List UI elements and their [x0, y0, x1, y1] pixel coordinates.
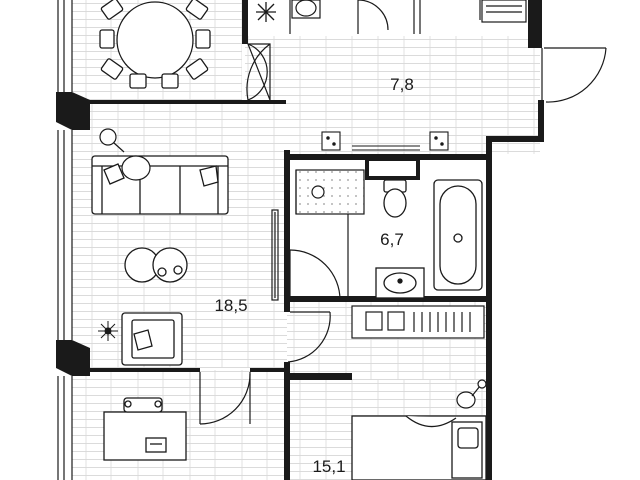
hall-doors [246, 0, 527, 101]
wardrobe [351, 305, 485, 339]
area-label-bathroom: 6,7 [380, 230, 404, 249]
hall-floor [245, 36, 540, 154]
bathroom-sink [375, 267, 425, 299]
coffee-tables [124, 247, 188, 283]
armchair [121, 312, 183, 366]
window-frame-left [57, 0, 73, 480]
niche [369, 161, 416, 176]
shower [295, 169, 365, 215]
sofa [91, 155, 229, 215]
plant-icon [98, 321, 118, 341]
bedroom-lamp [456, 379, 487, 409]
hall-fixtures [321, 131, 449, 151]
dining-table [99, 0, 211, 89]
area-label-living: 18,5 [214, 296, 247, 315]
area-label-bedroom: 15,1 [312, 457, 345, 476]
bathtub [433, 179, 483, 291]
bed [351, 415, 487, 480]
entry-door [541, 47, 607, 103]
area-label-hall: 7,8 [390, 75, 414, 94]
floor-lamp [99, 128, 151, 181]
snowflake-icon [256, 2, 276, 22]
toilet [383, 179, 407, 218]
living-doors [199, 209, 341, 425]
desk [103, 397, 187, 461]
